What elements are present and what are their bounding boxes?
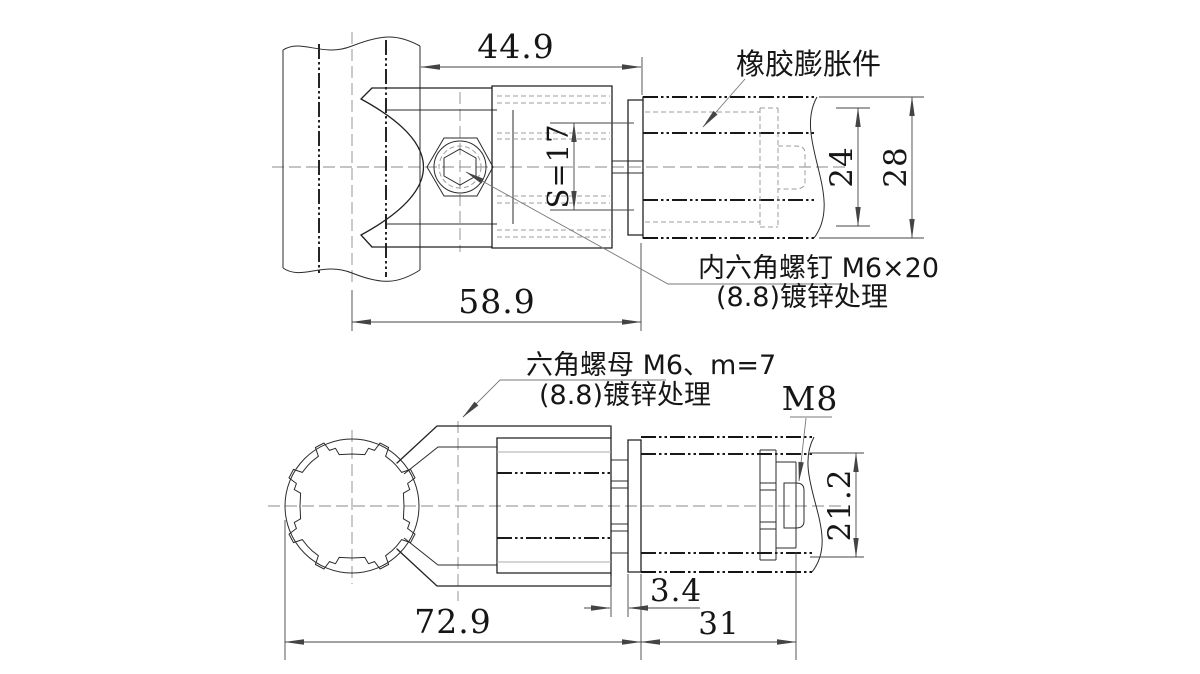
dim-s17: S=17: [541, 122, 634, 211]
clamp-funnel-bottom: [396, 425, 611, 587]
hex-socket-screw-head: [426, 137, 494, 197]
hex-socket-icon: [443, 148, 477, 186]
label-text-rubber-expansion: 橡胶膨胀件: [736, 47, 881, 81]
dim-21-2: 21.2: [810, 452, 864, 558]
dim-text-31: 31: [698, 606, 739, 642]
expander-body-bottom: [496, 425, 612, 587]
expander-body-top: [491, 85, 613, 249]
stud-and-washer-top: [612, 96, 644, 239]
m8-thread-slot: [783, 482, 805, 529]
hidden-nut-slot: [778, 145, 806, 190]
dim-3-4: 3.4: [584, 573, 702, 617]
bottom-view: 六角螺母 M6、m=7 (8.8)镀锌处理 M8 21.2 3.4: [268, 350, 864, 660]
label-rubber-expansion: 橡胶膨胀件: [702, 47, 881, 128]
dim-text-3-4: 3.4: [650, 573, 702, 609]
break-line-bottom-view: [807, 436, 823, 573]
pipe-top-view: [282, 36, 421, 282]
break-line-top-view: [809, 96, 825, 239]
dim-58-9: 58.9: [351, 243, 642, 331]
dim-text-21-2: 21.2: [822, 468, 858, 541]
pipe-outer-circle: [284, 438, 420, 574]
dim-text-58-9: 58.9: [458, 282, 535, 321]
top-view: 44.9 58.9 S=17 24 28: [272, 27, 939, 331]
pipe-break-top: [282, 36, 421, 51]
dim-text-28: 28: [878, 146, 914, 187]
label-hex-nut: 六角螺母 M6、m=7 (8.8)镀锌处理: [462, 350, 776, 418]
dim-44-9: 44.9: [420, 27, 643, 95]
stud-washer-bottom: [611, 439, 642, 573]
dim-28: 28: [819, 96, 924, 239]
label-text-socket-screw: 内六角螺钉 M6×20: [698, 253, 939, 284]
dim-text-44-9: 44.9: [477, 27, 554, 66]
dim-24: 24: [824, 107, 870, 227]
label-m8-thread: M8: [782, 379, 839, 482]
label-text-socket-screw-finish: (8.8)镀锌处理: [716, 282, 888, 313]
screw-head-circle: [433, 140, 487, 194]
rubber-expander-top: [643, 95, 825, 240]
pipe-break-bottom: [282, 267, 421, 282]
centerlines-bottom: [268, 421, 846, 601]
label-text-hex-nut: 六角螺母 M6、m=7: [526, 350, 776, 381]
clamp-saddle: [360, 85, 514, 249]
centerlines-top: [272, 32, 848, 286]
pipe-profile-outline: [288, 442, 416, 570]
label-text-hex-nut-finish: (8.8)镀锌处理: [539, 380, 711, 411]
pipe-cross-section: [284, 438, 420, 574]
thread-hidden-circle: [438, 145, 482, 189]
dim-text-s17: S=17: [541, 123, 575, 208]
dim-72-9: 72.9: [284, 520, 642, 660]
hex-boss-outline: [426, 137, 494, 197]
label-socket-screw: 内六角螺钉 M6×20 (8.8)镀锌处理: [465, 171, 939, 313]
rubber-expander-bottom: [641, 435, 823, 574]
dim-text-72-9: 72.9: [414, 602, 491, 641]
saddle-arc: [360, 98, 425, 236]
dim-text-24: 24: [824, 146, 860, 187]
dim-31: 31: [640, 552, 797, 660]
label-text-m8: M8: [782, 379, 839, 418]
